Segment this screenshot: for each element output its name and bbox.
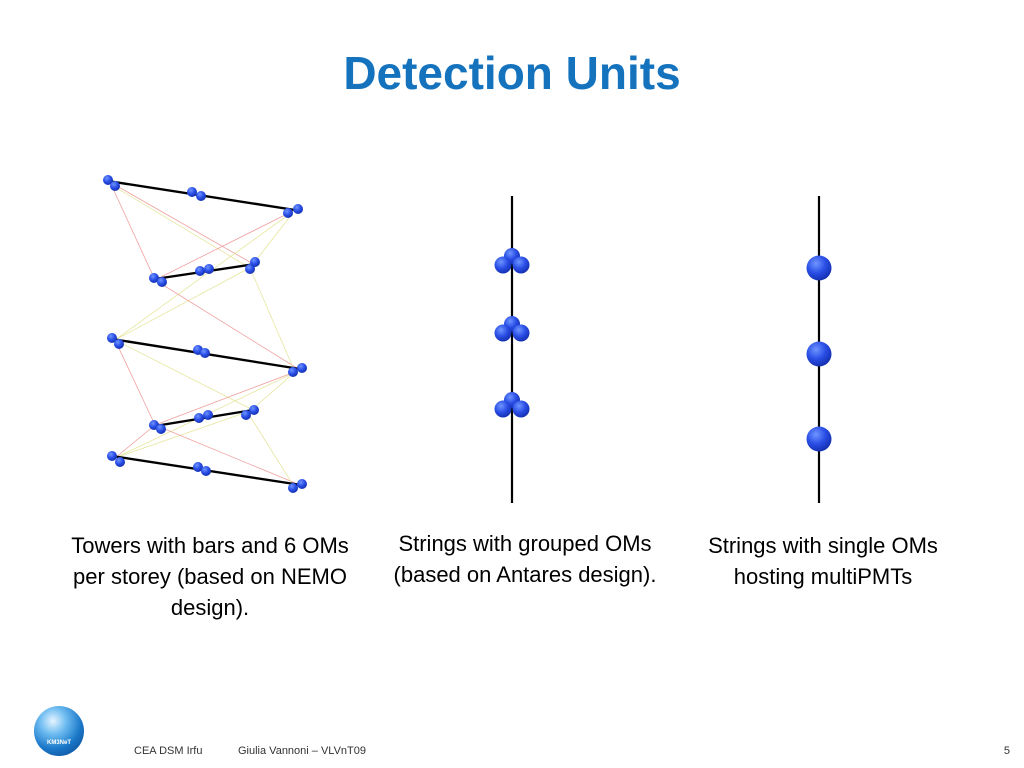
om-triplet	[494, 392, 530, 418]
optical-module	[200, 348, 210, 358]
optical-module	[156, 424, 166, 434]
caption-strings-single: Strings with single OMs hosting multiPMT…	[708, 533, 938, 589]
optical-module	[250, 257, 260, 267]
optical-module	[157, 277, 167, 287]
optical-module	[203, 410, 213, 420]
multipmt-module	[806, 341, 832, 367]
optical-module	[107, 451, 117, 461]
logo-text: KM3NeT	[46, 740, 71, 746]
multipmt-module	[806, 426, 832, 452]
grouped-om-string	[494, 196, 530, 503]
optical-module	[103, 175, 113, 185]
optical-module	[201, 466, 211, 476]
slide-title: Detection Units	[343, 47, 681, 99]
optical-module	[149, 273, 159, 283]
om-triplet	[494, 248, 530, 274]
optical-module	[297, 363, 307, 373]
optical-module	[241, 410, 251, 420]
caption-strings-grouped: Strings with grouped OMs (based on Antar…	[393, 531, 657, 587]
optical-module	[288, 367, 298, 377]
optical-module	[187, 187, 197, 197]
footer-organization: CEA DSM Irfu	[134, 745, 203, 757]
optical-module	[204, 264, 214, 274]
footer-author: Giulia Vannoni – VLVnT09	[238, 745, 367, 757]
caption-towers: Towers with bars and 6 OMs per storey (b…	[71, 533, 349, 620]
optical-module	[115, 457, 125, 467]
tower-structure	[103, 175, 307, 493]
page-number: 5	[1003, 745, 1010, 757]
optical-module	[245, 264, 255, 274]
om-triplet	[494, 316, 530, 342]
optical-module	[293, 204, 303, 214]
tower-ropes	[109, 181, 301, 489]
optical-module	[196, 191, 206, 201]
tower-optical-modules	[103, 175, 307, 493]
optical-module	[195, 266, 205, 276]
optical-module	[283, 208, 293, 218]
optical-module	[297, 479, 307, 489]
optical-module	[249, 405, 259, 415]
optical-module	[110, 181, 120, 191]
optical-module	[114, 339, 124, 349]
multipmt-module	[806, 255, 832, 281]
optical-module	[194, 413, 204, 423]
optical-module	[107, 333, 117, 343]
single-om-string	[806, 196, 832, 503]
optical-module	[193, 462, 203, 472]
optical-module	[288, 483, 298, 493]
km3net-logo: KM3NeT	[34, 706, 84, 756]
